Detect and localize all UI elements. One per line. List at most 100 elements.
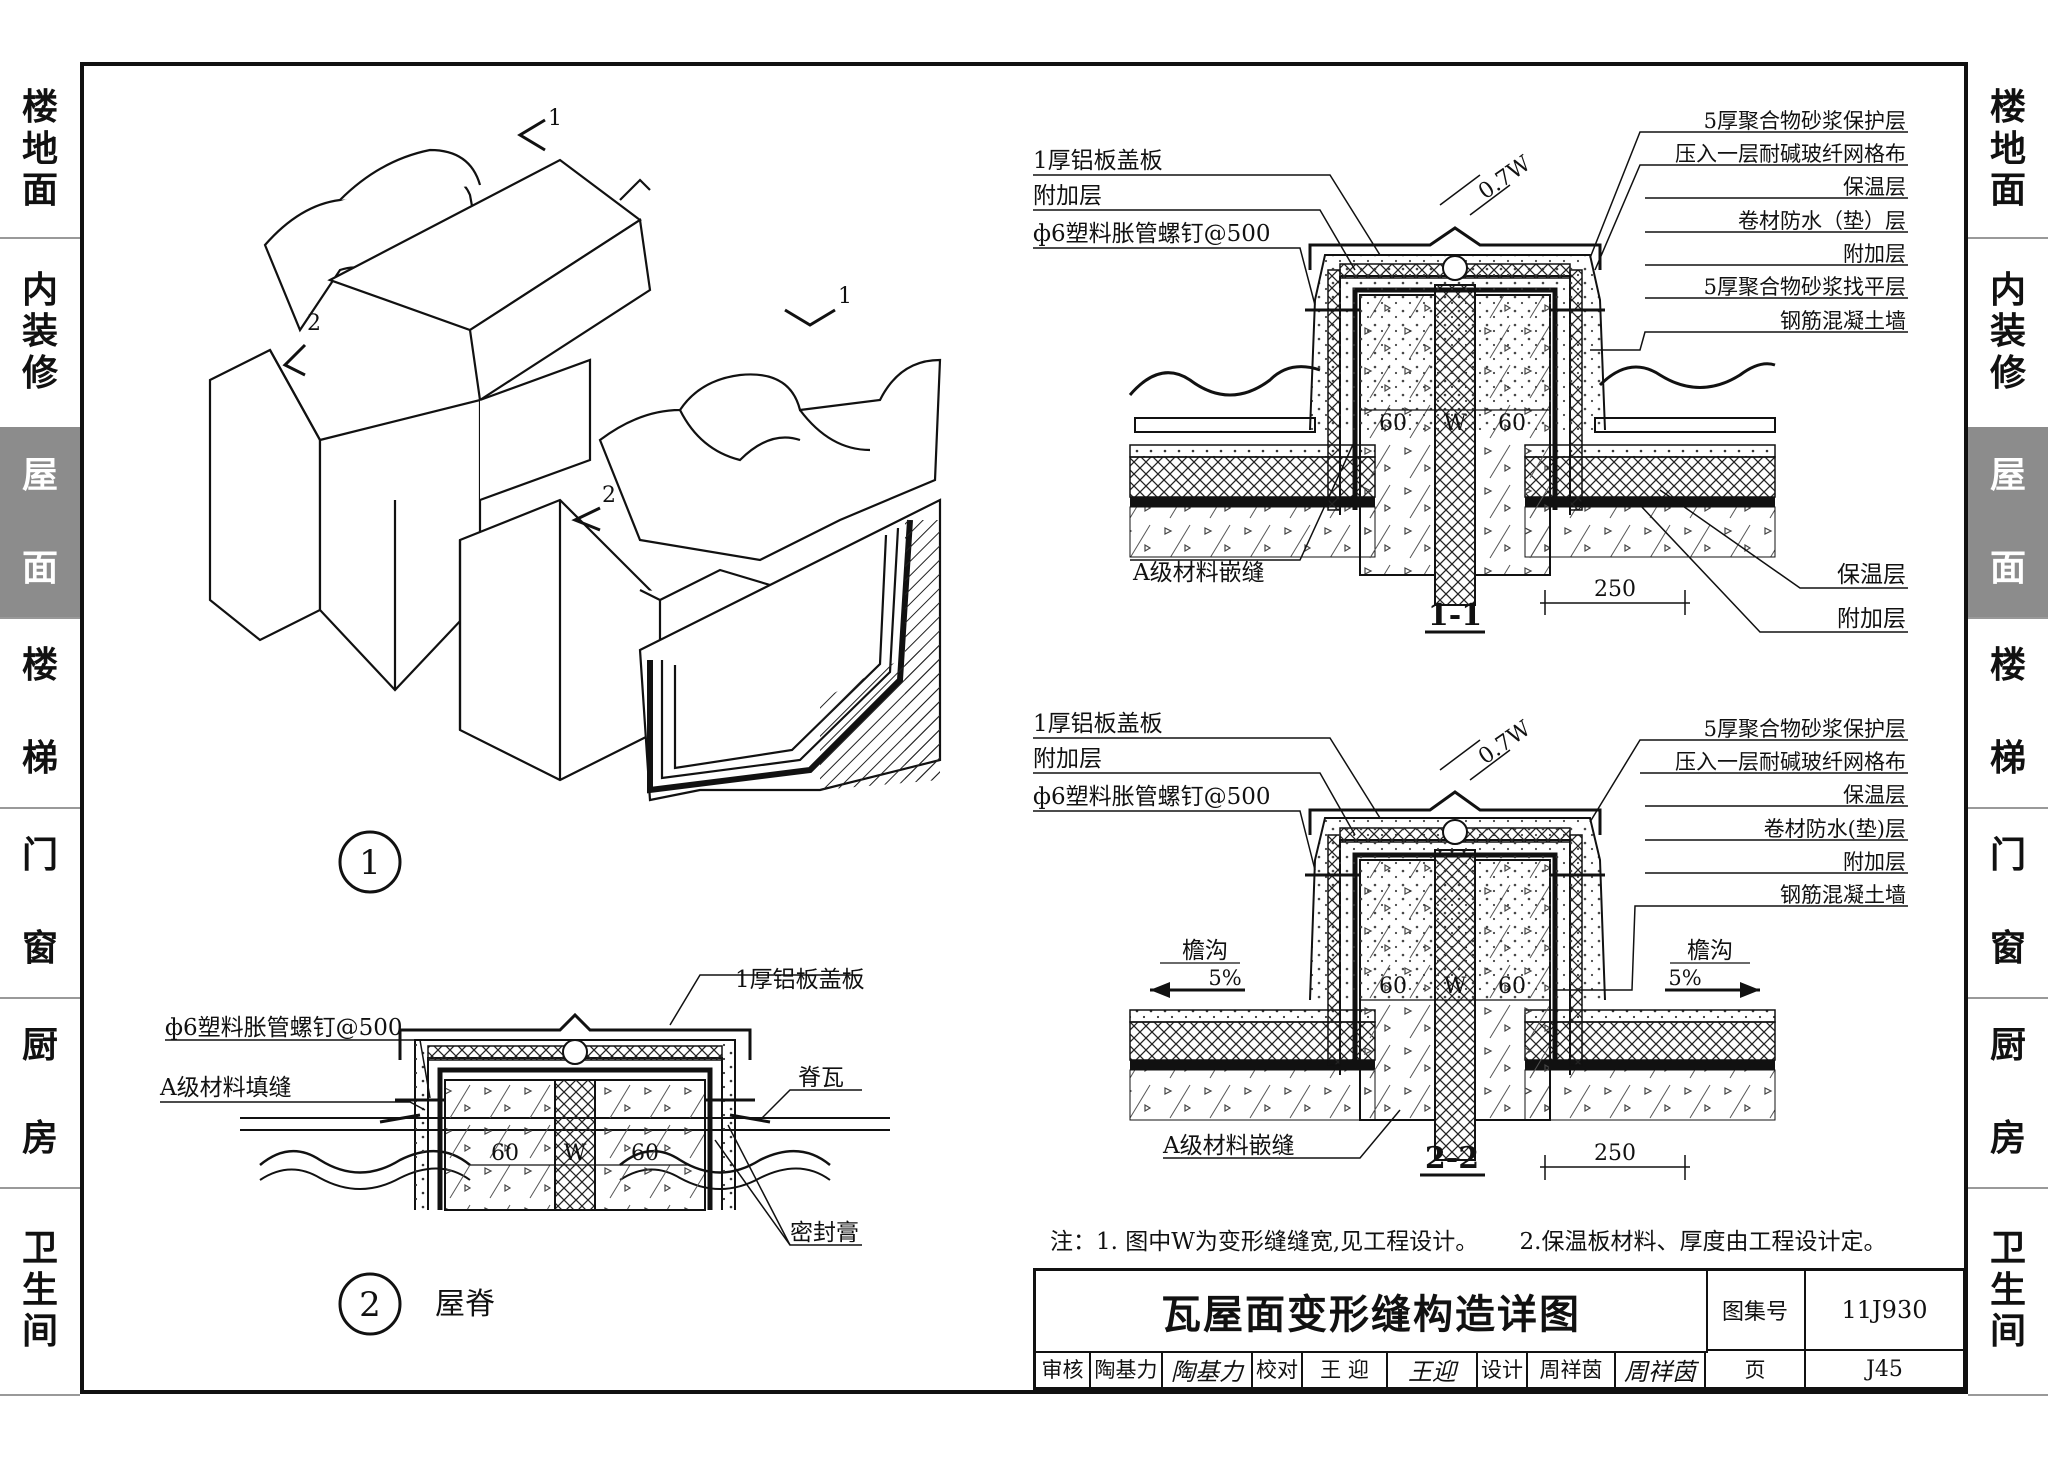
left-index-tab-7[interactable]: 卫生间 — [0, 1187, 80, 1396]
index-tab-char: 卫 — [21, 1227, 58, 1270]
s22-right-label-1: 5厚聚合物砂浆保护层 — [1704, 717, 1906, 741]
section-mark-2-center-label: 2 — [602, 483, 616, 508]
ridge-label-screw: ф6塑料胀管螺钉@500 — [165, 1015, 403, 1041]
s22-right-label-5: 附加层 — [1843, 850, 1906, 874]
index-tab-char: 门 — [1989, 833, 2026, 876]
right-index-tab-3[interactable]: 屋面 — [1968, 427, 2048, 619]
wall-block-left — [208, 348, 332, 642]
detail-marker-2: 2 — [359, 1285, 381, 1325]
s22-right-label-2: 压入一层耐碱玻纤网格布 — [1675, 750, 1906, 774]
designer-name: 周祥茵 — [1528, 1351, 1616, 1387]
s11-dim-width: 250 — [1594, 577, 1636, 602]
ridge-label-cover: 1厚铝板盖板 — [735, 967, 865, 993]
s22-dim-right: 60 — [1498, 974, 1526, 999]
index-tab-char: 厨 — [21, 1023, 58, 1066]
right-index-tab-1[interactable]: 楼地面 — [1968, 62, 2048, 239]
s22-title: 2-2 — [1425, 1141, 1479, 1176]
index-tab-char: 面 — [1989, 547, 2026, 589]
s11-right-label-7: 钢筋混凝土墙 — [1780, 309, 1906, 333]
section-1-1 — [1033, 131, 1908, 634]
drawing-frame — [80, 62, 1968, 1394]
section-mark-2-left-label: 2 — [307, 311, 321, 336]
designer-signature: 周祥茵 — [1616, 1351, 1706, 1387]
isometric-detail: 1 1 2 2 — [208, 106, 942, 802]
index-tab-char: 生 — [1989, 1268, 2026, 1311]
s11-dim-gap: 0.7W — [1474, 151, 1536, 205]
right-index-tab-5[interactable]: 门窗 — [1968, 807, 2048, 999]
s11-right-label-1: 5厚聚合物砂浆保护层 — [1704, 109, 1906, 133]
section-2-2 — [1033, 737, 1908, 1180]
index-tab-char: 厨 — [1989, 1023, 2026, 1066]
s22-gutter-left: 檐沟 — [1182, 938, 1228, 964]
s22-left-label-2: 附加层 — [1033, 746, 1102, 772]
s22-gutter-right: 檐沟 — [1687, 938, 1733, 964]
s11-right-label-5: 附加层 — [1843, 242, 1906, 266]
detail-marker-1-circle — [338, 830, 402, 894]
reviewer-label: 审核 — [1036, 1351, 1091, 1387]
index-tab-char: 楼 — [21, 643, 58, 686]
left-index-tab-6[interactable]: 厨房 — [0, 997, 80, 1189]
s22-slope-right: 5% — [1668, 966, 1701, 990]
s22-left-label-1: 1厚铝板盖板 — [1033, 711, 1163, 737]
index-tab-char: 间 — [1989, 1310, 2026, 1353]
s22-slope-left: 5% — [1208, 966, 1241, 990]
ridge-label-ridge-tile: 脊瓦 — [798, 1065, 844, 1091]
note-2: 2.保温板材料、厚度由工程设计定。 — [1519, 1229, 1887, 1255]
s11-dim-left: 60 — [1379, 411, 1407, 436]
notes: 注：1. 图中W为变形缝缝宽,见工程设计。 2.保温板材料、厚度由工程设计定。 — [1050, 1222, 1920, 1256]
index-tab-char: 内 — [1989, 268, 2026, 311]
left-index-tab-4[interactable]: 楼梯 — [0, 617, 80, 809]
s11-left-label-3: ф6塑料胀管螺钉@500 — [1033, 221, 1271, 247]
index-tab-char: 楼 — [1989, 86, 2026, 129]
atlas-label: 图集号 — [1706, 1271, 1806, 1351]
ridge-label-sealant: 密封膏 — [790, 1220, 859, 1246]
index-tab-char: 间 — [21, 1310, 58, 1353]
index-tab-char: 装 — [1989, 310, 2026, 353]
right-index-tab-2[interactable]: 内装修 — [1968, 237, 2048, 429]
s11-bottom-right-1: 保温层 — [1837, 562, 1906, 588]
s22-left-label-3: ф6塑料胀管螺钉@500 — [1033, 784, 1271, 810]
index-tab-char: 修 — [21, 351, 58, 394]
wall-block-front — [458, 498, 821, 782]
s22-dim-w: W — [1444, 974, 1467, 999]
section-mark-1-top-label: 1 — [548, 106, 562, 131]
s11-title: 1-1 — [1428, 598, 1482, 633]
left-index-tab-3[interactable]: 屋面 — [0, 427, 80, 619]
gutter-section-iso — [638, 498, 942, 802]
index-tab-char: 装 — [21, 310, 58, 353]
left-index-tab-2[interactable]: 内装修 — [0, 237, 80, 429]
left-index-tabs: 楼地面内装修屋面楼梯门窗厨房卫生间 — [0, 62, 80, 1396]
s11-right-label-2: 压入一层耐碱玻纤网格布 — [1675, 142, 1906, 166]
right-index-tab-4[interactable]: 楼梯 — [1968, 617, 2048, 809]
note-1: 注：1. 图中W为变形缝缝宽,见工程设计。 — [1050, 1229, 1479, 1255]
index-tab-char: 卫 — [1989, 1227, 2026, 1270]
reviewer-signature: 陶基力 — [1163, 1351, 1253, 1387]
section-mark-2-left — [282, 343, 307, 377]
wall-block-center — [318, 358, 592, 692]
index-tab-char: 门 — [21, 833, 58, 876]
index-tab-char: 屋 — [21, 453, 58, 496]
s11-bottom-right-2: 附加层 — [1837, 606, 1906, 632]
index-tab-char: 房 — [21, 1117, 58, 1159]
right-index-tab-6[interactable]: 厨房 — [1968, 997, 2048, 1189]
index-tab-char: 楼 — [1989, 643, 2026, 686]
atlas-number: 11J930 — [1806, 1271, 1963, 1351]
detail-marker-2-circle — [338, 1272, 402, 1336]
index-tab-char: 楼 — [21, 86, 58, 129]
left-index-tab-1[interactable]: 楼地面 — [0, 62, 80, 239]
s22-right-label-6: 钢筋混凝土墙 — [1780, 883, 1906, 907]
left-index-tab-5[interactable]: 门窗 — [0, 807, 80, 999]
title-block: 瓦屋面变形缝构造详图 图集号 11J930 审核 陶基力 陶基力 校对 王 迎 … — [1033, 1268, 1966, 1390]
right-index-tab-7[interactable]: 卫生间 — [1968, 1187, 2048, 1396]
index-tab-char: 窗 — [21, 927, 58, 969]
ridge-cover-iso — [327, 158, 652, 402]
section-mark-2-center — [571, 506, 601, 532]
s11-left-label-1: 1厚铝板盖板 — [1033, 148, 1163, 174]
index-tab-char: 面 — [21, 547, 58, 589]
designer-label: 设计 — [1478, 1351, 1528, 1387]
index-tab-char: 修 — [1989, 351, 2026, 394]
section-mark-1-right-label: 1 — [838, 284, 852, 309]
s11-left-label-2: 附加层 — [1033, 183, 1102, 209]
index-tab-char: 梯 — [21, 737, 58, 779]
